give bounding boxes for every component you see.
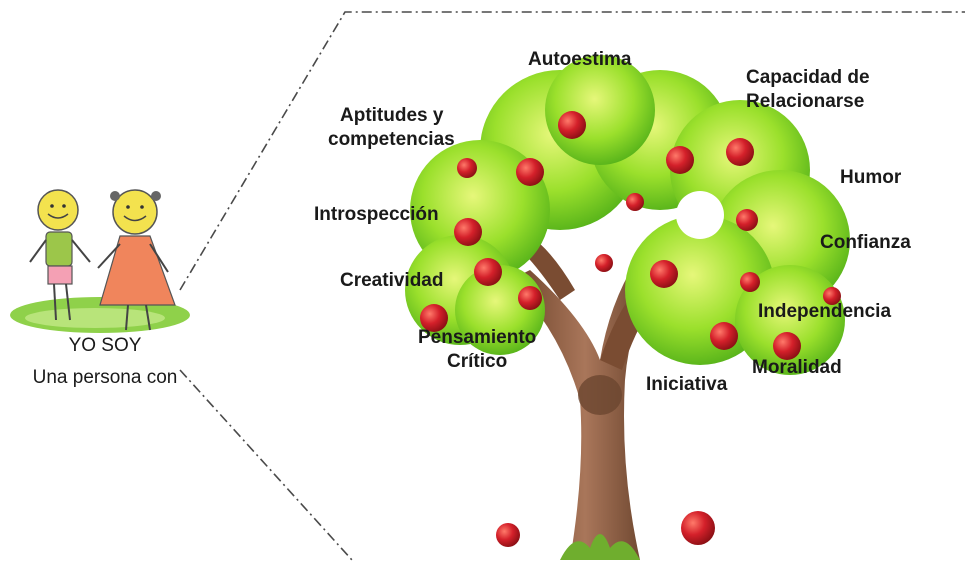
apple: [595, 254, 613, 272]
label-confianza: Confianza: [820, 231, 911, 255]
label-aptitudes-line1: Aptitudes y: [328, 104, 455, 128]
apple: [474, 258, 502, 286]
apple: [518, 286, 542, 310]
label-pensamiento-line2: Crítico: [418, 350, 536, 374]
yo-soy-caption: YO SOY Una persona con: [0, 330, 210, 394]
yo-soy-line2: Una persona con: [0, 362, 210, 394]
connector-lower: [180, 370, 352, 560]
kids-illustration: [10, 190, 190, 333]
label-capacidad-line1: Capacidad de: [746, 66, 870, 90]
label-iniciativa: Iniciativa: [646, 373, 727, 397]
label-aptitudes-line2: competencias: [328, 128, 455, 152]
label-pensamiento-critico: Pensamiento Crítico: [418, 326, 536, 374]
apple: [740, 272, 760, 292]
label-creatividad: Creatividad: [340, 269, 443, 293]
label-aptitudes-competencias: Aptitudes y competencias: [328, 104, 455, 152]
apple: [710, 322, 738, 350]
label-capacidad-relacionarse: Capacidad de Relacionarse: [746, 66, 870, 114]
label-introspeccion: Introspección: [314, 203, 439, 227]
label-independencia: Independencia: [758, 300, 891, 324]
label-moralidad: Moralidad: [752, 356, 842, 380]
apple: [558, 111, 586, 139]
apple: [650, 260, 678, 288]
apple-ground: [496, 523, 520, 547]
apple: [516, 158, 544, 186]
label-pensamiento-line1: Pensamiento: [418, 326, 536, 350]
apple: [726, 138, 754, 166]
apple: [626, 193, 644, 211]
label-capacidad-line2: Relacionarse: [746, 90, 870, 114]
apple: [457, 158, 477, 178]
apple: [736, 209, 758, 231]
apple: [666, 146, 694, 174]
label-autoestima: Autoestima: [528, 48, 631, 72]
label-humor: Humor: [840, 166, 901, 190]
apple: [454, 218, 482, 246]
yo-soy-line1: YO SOY: [0, 330, 210, 362]
apple-ground: [681, 511, 715, 545]
